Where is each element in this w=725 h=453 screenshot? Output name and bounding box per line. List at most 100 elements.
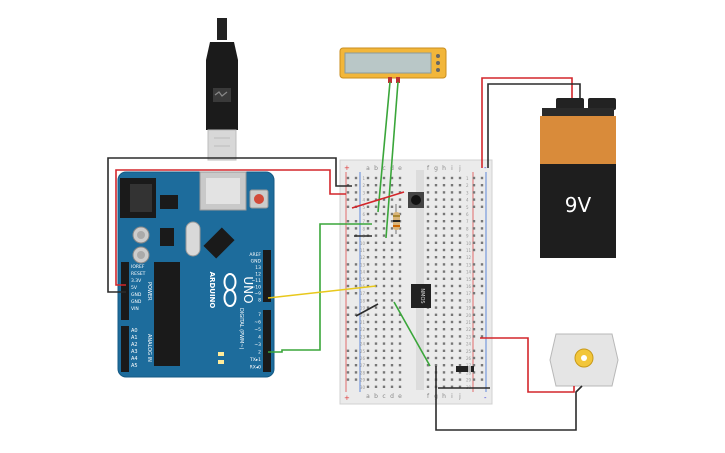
breadboard-rail-hole <box>346 227 350 230</box>
breadboard-hole <box>458 385 462 388</box>
breadboard-rail-hole <box>480 356 484 360</box>
breadboard-rail-hole <box>480 176 484 180</box>
breadboard-row-number: 6 <box>466 212 469 217</box>
breadboard-hole <box>458 320 462 324</box>
breadboard-row-number: 24 <box>360 342 366 347</box>
breadboard-hole <box>398 342 402 345</box>
breadboard-column-letter: f <box>427 165 430 172</box>
breadboard-hole <box>434 349 438 352</box>
breadboard-hole <box>450 227 454 230</box>
breadboard-hole <box>382 284 386 288</box>
breadboard-rail-hole <box>472 227 476 230</box>
breadboard-hole <box>382 320 386 324</box>
breadboard-hole <box>434 176 438 180</box>
breadboard-hole <box>366 227 370 230</box>
digital-header-title: DIGITAL (PWM~) <box>238 308 244 350</box>
breadboard-hole <box>390 349 394 352</box>
breadboard-hole <box>458 234 462 237</box>
breadboard-hole <box>366 256 370 259</box>
breadboard-hole <box>442 184 446 187</box>
breadboard-rail-hole <box>354 335 358 338</box>
breadboard-rail-hole <box>472 306 476 309</box>
breadboard-column-letter: a <box>366 165 370 172</box>
breadboard-hole <box>366 176 370 180</box>
breadboard-rail-hole <box>354 176 358 180</box>
breadboard-hole <box>434 263 438 266</box>
breadboard-hole <box>390 284 394 288</box>
breadboard-row-number: 26 <box>360 356 366 361</box>
breadboard-hole <box>382 356 386 360</box>
breadboard-rail-hole <box>346 349 350 352</box>
breadboard-hole <box>390 356 394 360</box>
breadboard-hole <box>450 220 454 223</box>
breadboard-hole <box>426 176 430 180</box>
rail-plus-label-top: + <box>344 164 350 172</box>
breadboard-hole <box>450 313 454 316</box>
breadboard-hole <box>390 227 394 230</box>
power-pin-label: RESET <box>131 271 146 277</box>
breadboard-rail-hole <box>480 320 484 324</box>
breadboard-hole <box>366 385 370 388</box>
breadboard-rail-hole <box>472 198 476 201</box>
breadboard-rail-hole <box>354 378 358 381</box>
breadboard-hole <box>374 349 378 352</box>
breadboard-hole <box>398 364 402 367</box>
breadboard-rail-hole <box>346 335 350 338</box>
breadboard-hole <box>434 277 438 280</box>
breadboard-row-number: 7 <box>362 219 365 224</box>
breadboard-hole <box>382 335 386 338</box>
breadboard-hole <box>442 284 446 288</box>
breadboard-rail-hole <box>480 371 484 374</box>
breadboard-hole <box>374 176 378 180</box>
breadboard-hole <box>382 234 386 237</box>
breadboard-column-letter: c <box>382 393 385 400</box>
breadboard-hole <box>374 328 378 331</box>
breadboard-hole <box>442 313 446 316</box>
breadboard-rail-hole <box>480 284 484 288</box>
breadboard-hole <box>366 198 370 201</box>
breadboard-rail-hole <box>480 349 484 352</box>
breadboard-hole <box>450 176 454 180</box>
breadboard-hole <box>426 256 430 259</box>
breadboard-rail-hole <box>480 184 484 187</box>
breadboard-rail-hole <box>480 205 484 208</box>
digital-pin-label: 12 <box>255 272 261 278</box>
breadboard-rail-hole <box>472 313 476 316</box>
breadboard-hole <box>382 371 386 374</box>
breadboard-rail-hole <box>480 306 484 309</box>
breadboard-hole <box>458 371 462 374</box>
breadboard-hole <box>442 220 446 223</box>
wire-5v-arduino <box>115 169 346 286</box>
breadboard-hole <box>382 191 386 194</box>
breadboard-hole <box>442 371 446 374</box>
breadboard-rail-hole <box>480 270 484 273</box>
breadboard-hole <box>434 220 438 223</box>
breadboard-column-letter: j <box>458 393 461 400</box>
breadboard-rail-hole <box>354 227 358 230</box>
breadboard-hole <box>434 284 438 288</box>
breadboard-hole <box>458 198 462 201</box>
breadboard-hole <box>398 320 402 324</box>
breadboard-hole <box>366 356 370 360</box>
analog-pin-label: A4 <box>131 356 138 362</box>
breadboard-rail-hole <box>354 320 358 324</box>
breadboard-rail-hole <box>346 270 350 273</box>
breadboard-hole <box>366 335 370 338</box>
breadboard-column-letter: d <box>390 393 394 400</box>
breadboard-row-number: 28 <box>466 370 472 375</box>
breadboard-row-number: 18 <box>466 298 472 303</box>
breadboard-hole <box>398 299 402 302</box>
breadboard-hole <box>442 212 446 216</box>
breadboard-rail-hole <box>480 292 484 295</box>
breadboard-rail-hole <box>480 248 484 252</box>
breadboard-rail-hole <box>346 234 350 237</box>
breadboard-rail-hole <box>480 378 484 381</box>
digital-pin-label: ~11 <box>252 278 262 284</box>
breadboard-hole <box>450 191 454 194</box>
digital-pin-label: ~3 <box>254 342 261 348</box>
breadboard-rail-hole <box>472 349 476 352</box>
breadboard-hole <box>450 328 454 331</box>
breadboard-rail-hole <box>346 313 350 316</box>
breadboard-hole <box>426 342 430 345</box>
